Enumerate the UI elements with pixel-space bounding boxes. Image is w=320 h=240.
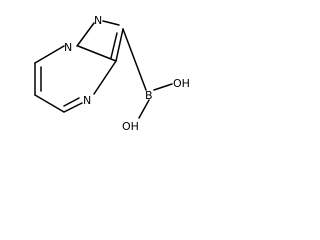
bond-n1-n2 [76,22,95,47]
atom-label-n-bridge: N [64,41,72,54]
bond-c3-c3a [115,28,124,62]
atom-label-n-pyrimidine: N [83,94,91,107]
bond-c3-c3a-inner [110,32,118,59]
bond-c6-c5 [34,94,65,113]
bond-c3a-n1 [77,45,117,62]
bond-c5-n4 [63,102,83,113]
bond-lines [34,20,173,119]
atom-label-n-pyrazole: N [94,14,102,27]
bond-b-oh-upper [153,83,173,91]
atom-label-boron: B [145,89,153,102]
atom-label-oh-upper: OH [173,77,190,90]
bond-n1-c7 [34,45,65,64]
atom-label-oh-lower: OH [122,120,139,133]
bond-b-oh-lower [138,99,150,119]
chemical-structure-drawing: N N N B OH OH [34,14,190,133]
bond-c5-n4-inner [63,97,80,107]
atom-labels: N N N B OH OH [64,14,190,133]
bond-n4-c3a [93,60,117,95]
bond-c3-b [122,28,147,91]
bond-n2-c3 [102,20,120,26]
